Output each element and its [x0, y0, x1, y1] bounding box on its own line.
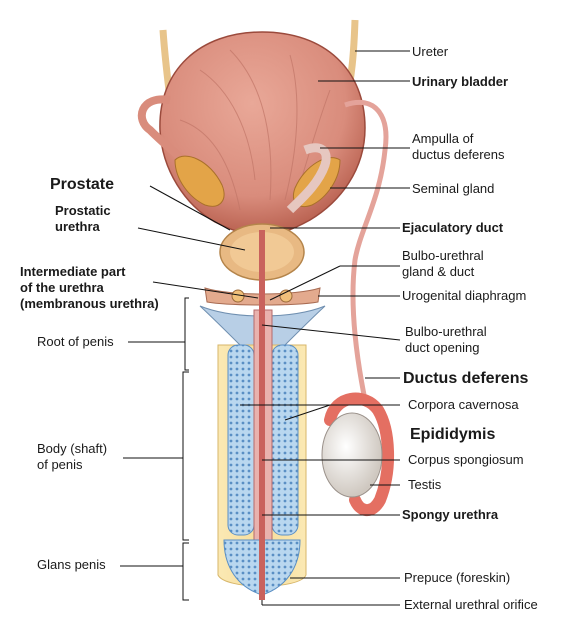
- label-prepuce: Prepuce (foreskin): [404, 570, 511, 585]
- right-bulbourethral-gland: [279, 289, 293, 303]
- label-corpora-cavernosa: Corpora cavernosa: [408, 397, 519, 412]
- testis-shape: [321, 412, 383, 498]
- label-urogenital-diaphragm: Urogenital diaphragm: [402, 288, 527, 303]
- label-ampulla: Ampulla of ductus deferens: [412, 131, 505, 162]
- label-urinary-bladder: Urinary bladder: [412, 74, 509, 89]
- right-corpus-cavernosum: [271, 344, 299, 536]
- label-seminal-gland: Seminal gland: [412, 181, 495, 196]
- ampulla-shape: [286, 143, 331, 214]
- leader-lines: [120, 50, 410, 606]
- label-prostate: Prostate: [50, 176, 115, 193]
- right-ductus-deferens: [344, 99, 389, 401]
- label-root-of-penis: Root of penis: [37, 334, 114, 349]
- label-ureter: Ureter: [412, 44, 449, 59]
- label-external-orifice: External urethral orifice: [404, 597, 538, 612]
- label-spongy-urethra: Spongy urethra: [402, 507, 499, 522]
- label-bulbourethral-gland: Bulbo-urethral gland & duct: [402, 248, 484, 279]
- label-testis: Testis: [408, 477, 442, 492]
- urinary-bladder-shape: [159, 31, 366, 237]
- label-ejaculatory-duct: Ejaculatory duct: [402, 220, 504, 235]
- epididymis-shape: [324, 392, 394, 517]
- label-intermediate-urethra: Intermediate part of the urethra (membra…: [20, 264, 159, 311]
- label-bulbourethral-opening: Bulbo-urethral duct opening: [405, 324, 487, 355]
- label-prostatic-urethra: Prostatic urethra: [55, 203, 111, 234]
- label-corpus-spongiosum: Corpus spongiosum: [408, 452, 524, 467]
- label-epididymis: Epididymis: [410, 426, 496, 443]
- label-body-of-penis: Body (shaft) of penis: [37, 441, 108, 472]
- left-corpus-cavernosum: [227, 344, 255, 536]
- bladder-muscle-lines: [179, 49, 331, 216]
- label-ductus-deferens: Ductus deferens: [403, 370, 529, 387]
- left-seminal-gland: [174, 155, 225, 207]
- label-glans-penis: Glans penis: [37, 557, 106, 572]
